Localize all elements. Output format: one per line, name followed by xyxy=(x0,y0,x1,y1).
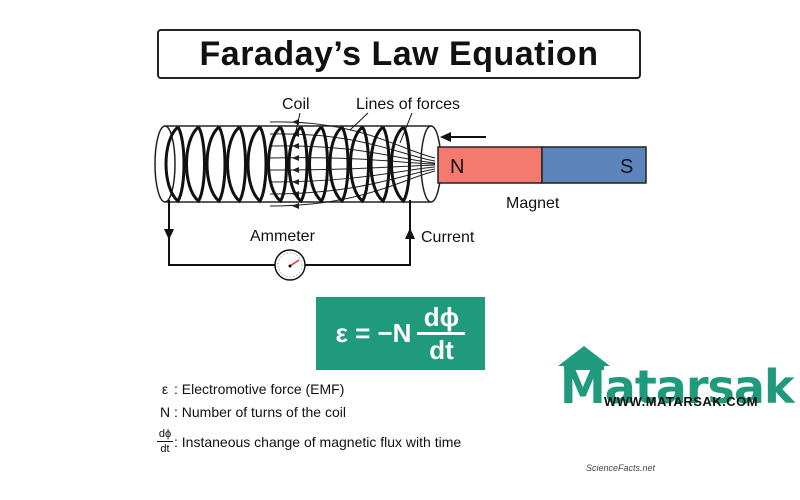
coil-turn xyxy=(369,125,391,204)
equation-numerator: dϕ xyxy=(423,302,460,332)
coil-turn xyxy=(205,125,227,204)
field-line-arrowhead xyxy=(292,179,299,185)
legend-symbol-numerator: dϕ xyxy=(158,428,172,440)
coil-turn xyxy=(267,125,288,204)
legend-item-emf: ε : Electromotive force (EMF) xyxy=(156,381,345,397)
equation-fraction: dϕ dt xyxy=(417,302,466,365)
matarsak-logo: Matarsak xyxy=(560,360,795,414)
equation-lhs: ε = −N xyxy=(335,318,412,348)
legend-text-turns: : Number of turns of the coil xyxy=(174,404,346,420)
logo-house-icon xyxy=(558,346,610,370)
lines-of-forces-label: Lines of forces xyxy=(356,96,460,113)
current-label: Current xyxy=(421,229,475,246)
coil-windings xyxy=(164,125,411,204)
coil-turn xyxy=(349,125,370,204)
magnet-south-pole xyxy=(541,146,647,184)
coil-turn xyxy=(308,125,329,204)
field-line-arrowhead xyxy=(292,155,299,161)
coil-turn xyxy=(164,125,186,204)
field-line-arrowhead xyxy=(292,143,299,149)
coil-turn xyxy=(390,125,411,204)
field-line-arrowhead xyxy=(292,167,299,173)
equation-fraction-bar xyxy=(417,332,466,335)
circuit-wire xyxy=(164,200,415,266)
legend-symbol-dphi-dt: dϕ dt xyxy=(156,428,174,455)
title-box: Faraday’s Law Equation xyxy=(157,29,641,79)
legend-text-flux: : Instaneous change of magnetic flux wit… xyxy=(174,433,462,450)
legend-fraction-bar xyxy=(157,441,173,442)
ammeter-label: Ammeter xyxy=(250,228,316,245)
magnet-label: Magnet xyxy=(506,195,560,212)
coil-body xyxy=(154,125,442,203)
legend-item-flux: dϕ dt : Instaneous change of magnetic fl… xyxy=(156,428,461,455)
equation-box: ε = −N dϕ dt xyxy=(316,297,485,370)
coil-turn xyxy=(226,125,247,204)
motion-arrow xyxy=(440,132,486,142)
ammeter xyxy=(274,249,306,281)
sciencefacts-credit: ScienceFacts.net xyxy=(586,463,656,473)
coil-label: Coil xyxy=(282,96,310,113)
coil-turn xyxy=(246,125,268,204)
coil-turn xyxy=(185,125,206,204)
ammeter-needle xyxy=(289,259,300,267)
north-label: N xyxy=(450,156,464,178)
matarsak-url: WWW.MATARSAK.COM xyxy=(604,394,759,409)
south-label: S xyxy=(620,156,633,178)
field-line-arrowhead xyxy=(292,203,299,209)
magnet: N S xyxy=(437,146,647,184)
legend-symbol-n: N xyxy=(159,404,171,420)
equation-denominator: dt xyxy=(429,335,454,365)
legend-symbol-epsilon: ε xyxy=(161,381,169,397)
coil-turn xyxy=(328,125,350,204)
coil-turn xyxy=(287,125,309,204)
legend-text-emf: : Electromotive force (EMF) xyxy=(174,381,345,397)
legend-item-turns: N : Number of turns of the coil xyxy=(156,404,346,420)
page-title: Faraday’s Law Equation xyxy=(199,34,599,73)
legend-symbol-denominator: dt xyxy=(160,443,170,455)
